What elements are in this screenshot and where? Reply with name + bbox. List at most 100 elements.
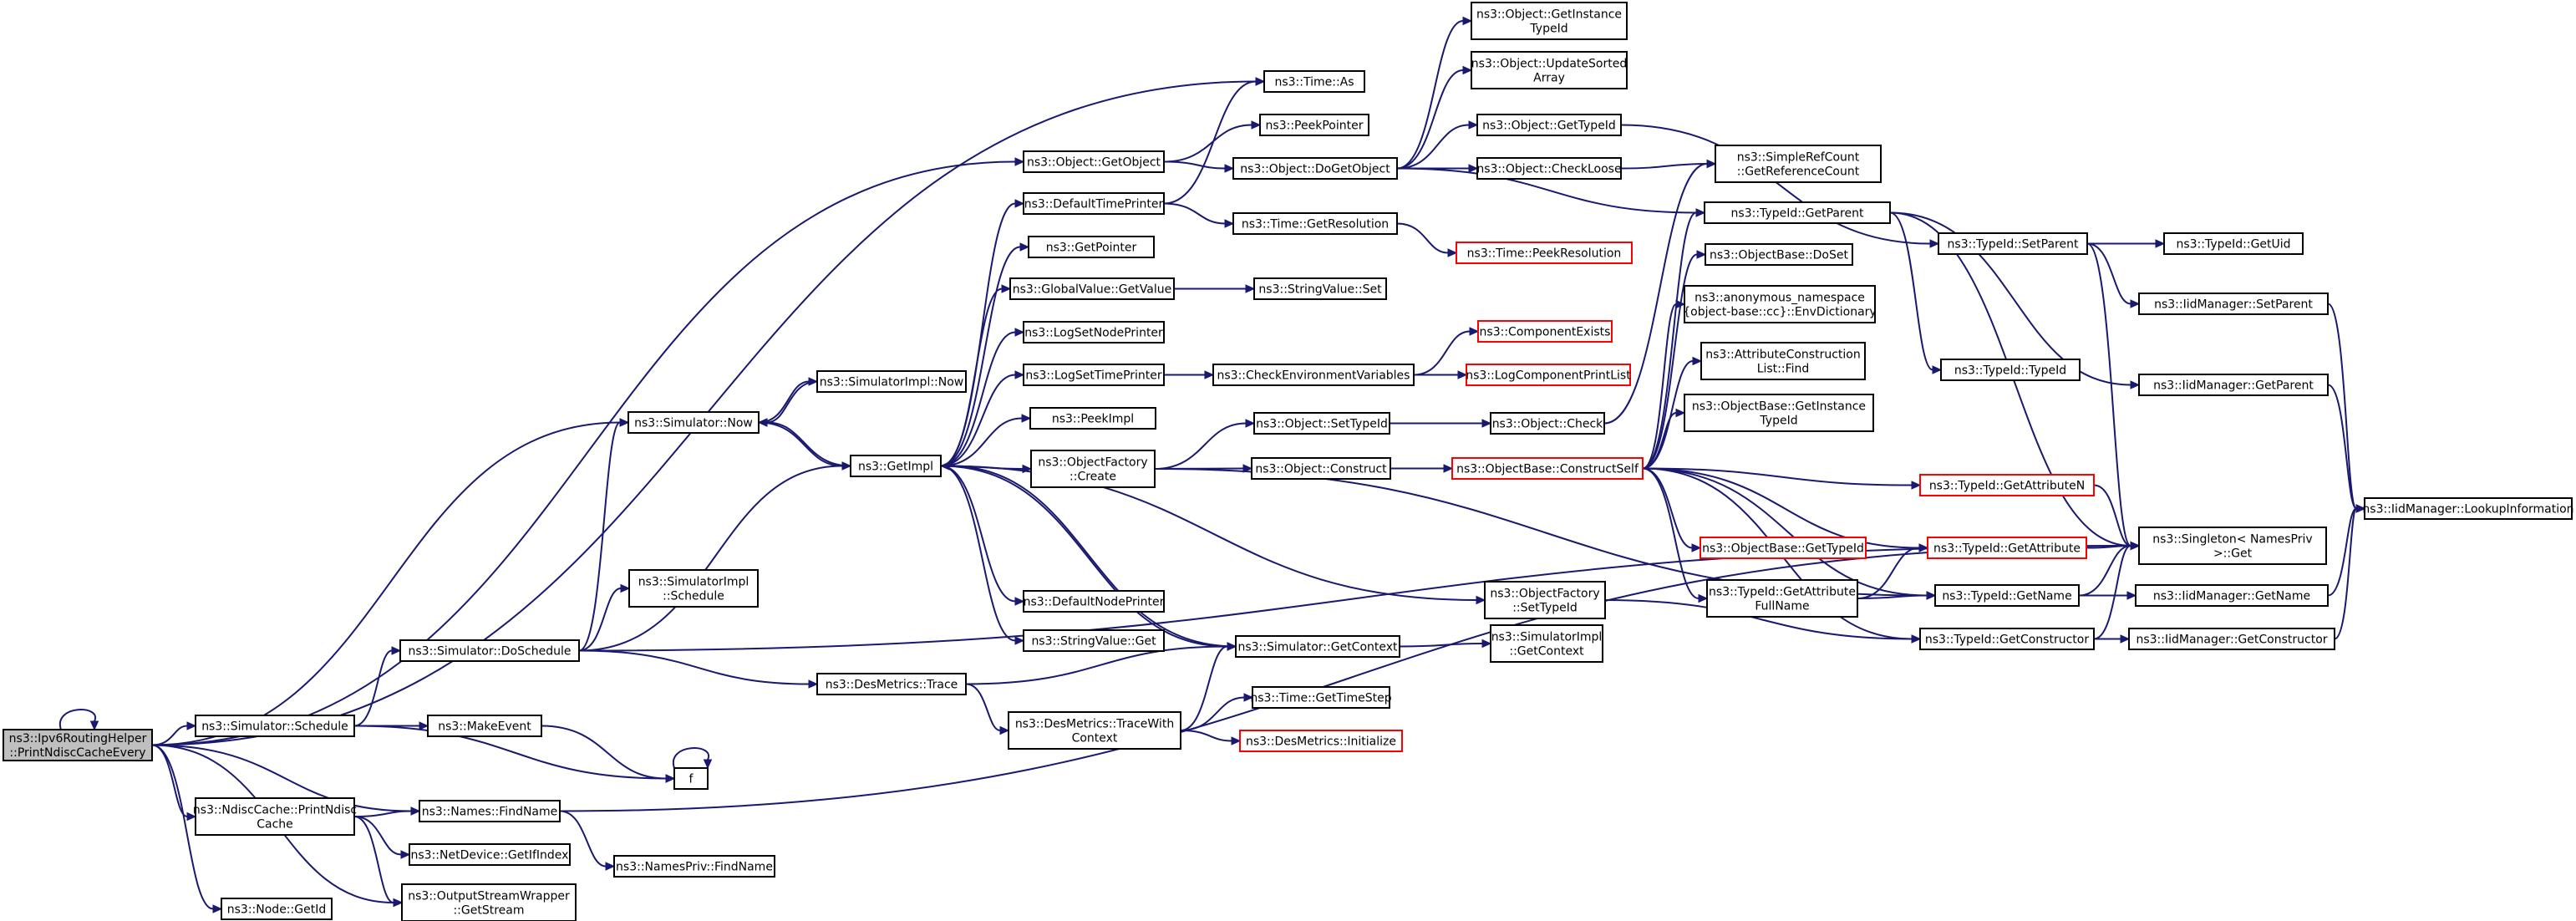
node-box[interactable] <box>1009 277 1175 300</box>
graph-node-n53[interactable]: ns3::DefaultNodePrinter <box>1023 590 1165 613</box>
graph-node-n55[interactable]: ns3::SimulatorImpl::Schedule <box>628 569 759 608</box>
graph-node-n37[interactable]: ns3::ObjectBase::DoSet <box>1705 243 1853 266</box>
node-box[interactable] <box>816 370 967 393</box>
graph-node-n35[interactable]: ns3::Object::Construct <box>1251 457 1391 480</box>
node-box[interactable] <box>1940 359 2081 381</box>
graph-node-n1[interactable]: ns3::Time::As <box>1263 70 1365 93</box>
graph-node-n27[interactable]: ns3::LogSetTimePrinter <box>1023 364 1165 386</box>
node-box[interactable] <box>1023 192 1165 215</box>
graph-node-n3[interactable]: ns3::PeekPointer <box>1259 114 1369 136</box>
node-box[interactable] <box>2128 628 2335 650</box>
graph-node-n2[interactable]: ns3::Object::GetObject <box>1023 150 1165 173</box>
node-box[interactable] <box>1706 579 1858 618</box>
graph-node-n63[interactable]: f <box>673 767 709 790</box>
graph-node-n21[interactable]: ns3::Time::GetResolution <box>1232 212 1398 235</box>
node-box[interactable] <box>1232 157 1398 180</box>
graph-node-n11[interactable]: ns3::TypeId::SetParent <box>1938 232 2088 255</box>
node-box[interactable] <box>1700 537 1867 559</box>
node-box[interactable] <box>1253 277 1387 300</box>
graph-node-n22[interactable]: ns3::Time::PeekResolution <box>1456 242 1633 264</box>
graph-node-n66[interactable]: ns3::NetDevice::GetIfIndex <box>409 843 571 866</box>
node-box[interactable] <box>1471 51 1628 89</box>
graph-node-n69[interactable]: ns3::Node::GetId <box>221 898 333 920</box>
node-box[interactable] <box>1232 212 1398 235</box>
node-box[interactable] <box>1684 394 1874 432</box>
node-box[interactable] <box>3 729 153 761</box>
graph-node-n0[interactable]: ns3::Ipv6RoutingHelper::PrintNdiscCacheE… <box>3 729 153 761</box>
node-box[interactable] <box>1919 474 2095 496</box>
graph-node-n19[interactable]: ns3::IidManager::GetConstructor <box>2128 628 2335 650</box>
node-box[interactable] <box>399 639 580 662</box>
graph-node-n34[interactable]: ns3::Object::Check <box>1490 412 1605 435</box>
graph-node-n17[interactable]: ns3::Singleton< NamesPriv>::Get <box>2138 527 2327 565</box>
graph-node-n16[interactable]: ns3::IidManager::LookupInformation <box>2362 497 2574 520</box>
node-box[interactable] <box>195 797 355 836</box>
graph-node-n25[interactable]: ns3::StringValue::Set <box>1253 277 1387 300</box>
node-box[interactable] <box>613 855 775 878</box>
graph-node-n68[interactable]: ns3::OutputStreamWrapper::GetStream <box>401 883 577 921</box>
graph-node-n28[interactable]: ns3::CheckEnvironmentVariables <box>1212 364 1415 386</box>
node-box[interactable] <box>1484 581 1606 619</box>
graph-node-n42[interactable]: ns3::ObjectBase::GetTypeId <box>1700 537 1867 559</box>
node-box[interactable] <box>2138 374 2329 396</box>
node-box[interactable] <box>2135 584 2329 607</box>
graph-node-n67[interactable]: ns3::NamesPriv::FindName <box>613 855 775 878</box>
node-box[interactable] <box>1253 412 1390 435</box>
node-box[interactable] <box>1476 157 1622 180</box>
graph-node-n8[interactable]: ns3::Object::CheckLoose <box>1476 157 1622 180</box>
graph-node-n47[interactable]: ns3::ObjectFactory::SetTypeId <box>1484 581 1606 619</box>
node-box[interactable] <box>1705 243 1853 266</box>
graph-node-n23[interactable]: ns3::GetPointer <box>1028 236 1155 258</box>
graph-node-n41[interactable]: ns3::TypeId::GetAttributeN <box>1919 474 2095 496</box>
graph-node-n54[interactable]: ns3::StringValue::Get <box>1023 629 1165 652</box>
graph-node-n24[interactable]: ns3::GlobalValue::GetValue <box>1009 277 1175 300</box>
node-box[interactable] <box>1490 624 1603 663</box>
graph-node-n32[interactable]: ns3::ObjectFactory::Create <box>1030 450 1156 488</box>
graph-node-n29[interactable]: ns3::ComponentExists <box>1477 320 1613 343</box>
node-box[interactable] <box>2163 232 2304 255</box>
graph-node-n13[interactable]: ns3::IidManager::SetParent <box>2138 293 2329 315</box>
node-box[interactable] <box>195 715 355 737</box>
node-box[interactable] <box>2138 527 2327 565</box>
node-box[interactable] <box>1023 629 1165 652</box>
graph-node-n43[interactable]: ns3::TypeId::GetAttribute <box>1927 537 2087 559</box>
node-box[interactable] <box>1938 232 2088 255</box>
graph-node-n30[interactable]: ns3::LogComponentPrintList <box>1466 364 1631 386</box>
node-box[interactable] <box>673 767 709 790</box>
graph-node-n61[interactable]: ns3::Simulator::Schedule <box>195 715 355 737</box>
node-box[interactable] <box>1476 114 1622 136</box>
graph-node-n64[interactable]: ns3::NdiscCache::PrintNdiscCache <box>193 797 357 836</box>
node-box[interactable] <box>1212 364 1415 386</box>
graph-node-n20[interactable]: ns3::DefaultTimePrinter <box>1023 192 1165 215</box>
node-box[interactable] <box>1700 342 1866 380</box>
node-box[interactable] <box>1235 635 1400 658</box>
node-box[interactable] <box>1008 711 1181 750</box>
node-box[interactable] <box>1023 590 1165 613</box>
node-box[interactable] <box>1471 2 1628 40</box>
graph-node-n10[interactable]: ns3::TypeId::GetParent <box>1704 201 1891 224</box>
graph-node-n18[interactable]: ns3::IidManager::GetName <box>2135 584 2329 607</box>
node-box[interactable] <box>1466 364 1631 386</box>
graph-node-n59[interactable]: ns3::Time::GetTimeStep <box>1250 686 1392 709</box>
graph-node-n46[interactable]: ns3::TypeId::GetConstructor <box>1919 628 2095 650</box>
node-box[interactable] <box>1934 584 2080 607</box>
node-box[interactable] <box>1252 686 1390 709</box>
node-box[interactable] <box>1451 457 1644 480</box>
graph-node-n50[interactable]: ns3::SimulatorImpl::Now <box>816 370 967 393</box>
graph-node-n65[interactable]: ns3::Names::FindName <box>419 800 561 822</box>
node-box[interactable] <box>427 715 542 737</box>
node-box[interactable] <box>1239 730 1403 752</box>
graph-node-n60[interactable]: ns3::DesMetrics::Initialize <box>1239 730 1403 752</box>
node-box[interactable] <box>1023 150 1165 173</box>
node-box[interactable] <box>850 455 942 477</box>
graph-node-n4[interactable]: ns3::Object::DoGetObject <box>1232 157 1398 180</box>
node-box[interactable] <box>1023 321 1165 343</box>
node-box[interactable] <box>1490 412 1605 435</box>
node-box[interactable] <box>1456 242 1633 264</box>
graph-node-n36[interactable]: ns3::ObjectBase::ConstructSelf <box>1451 457 1644 480</box>
node-box[interactable] <box>628 569 759 608</box>
